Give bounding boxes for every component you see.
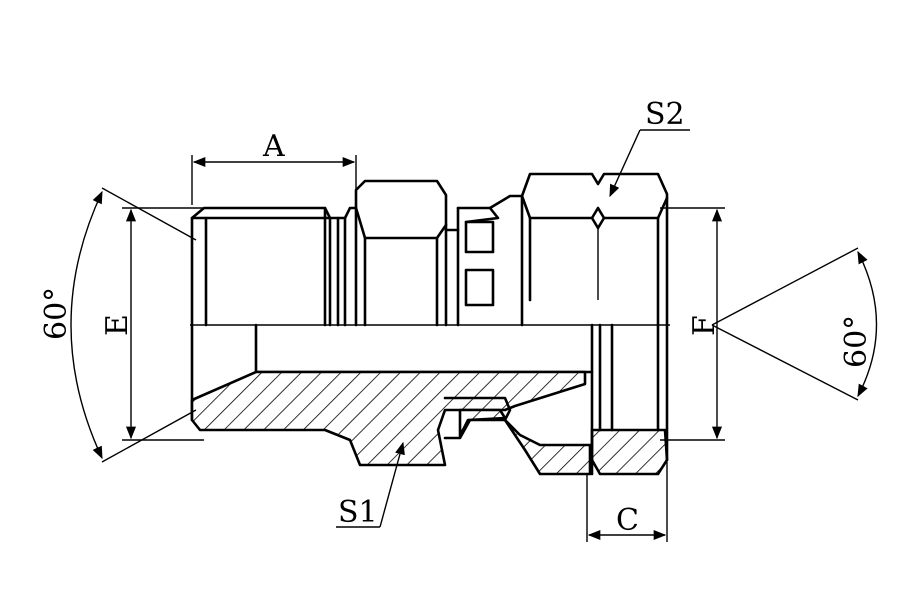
- callout-s1: S1: [336, 441, 405, 530]
- seal-pockets: [444, 194, 524, 327]
- callout-s2: S2: [609, 97, 690, 198]
- dimension-a: A: [191, 129, 357, 205]
- dim-a-label: A: [262, 129, 285, 164]
- dim-c-label: C: [616, 503, 639, 538]
- angle-right-label: 60°: [839, 315, 874, 368]
- angle-left-label: 60°: [39, 287, 74, 340]
- dimension-c: C: [586, 462, 668, 542]
- callout-s1-label: S1: [338, 495, 378, 530]
- angle-left: 60°: [39, 187, 197, 463]
- dimension-f: F: [660, 207, 725, 441]
- angle-right: 60°: [711, 247, 878, 401]
- dim-f-label: F: [687, 315, 722, 336]
- callout-s2-label: S2: [645, 97, 685, 132]
- middle-hex: [354, 179, 448, 327]
- swivel-nut: [520, 172, 669, 327]
- left-body: [190, 206, 358, 327]
- lower-section: [190, 323, 669, 476]
- dimension-e: E: [100, 207, 204, 441]
- dim-e-label: E: [100, 314, 135, 336]
